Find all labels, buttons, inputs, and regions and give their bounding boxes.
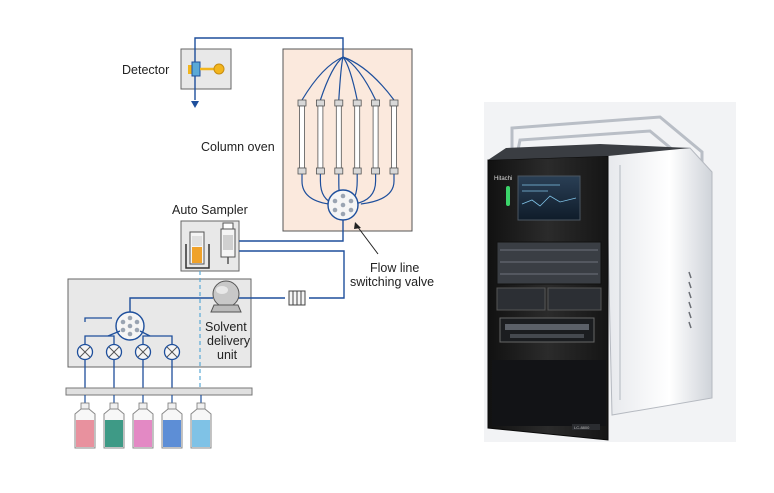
solvent-label-3: unit <box>217 348 238 362</box>
solvent-label-1: Solvent <box>205 320 247 334</box>
column-inlet-line <box>342 56 358 101</box>
columns <box>297 56 399 205</box>
schematic: Detector Column oven Auto Sampler Flow l… <box>65 37 434 449</box>
solvent-valve-icon <box>163 343 181 361</box>
switching-valve-label-2: switching valve <box>350 275 434 289</box>
flow-line-switching-valve <box>327 189 359 221</box>
column-outlet-line <box>360 180 395 205</box>
solvent-bottle <box>74 395 96 449</box>
model-plate <box>572 424 600 430</box>
auto-sampler-syringe <box>220 222 236 264</box>
column <box>334 99 344 181</box>
auto-sampler-vial <box>185 231 210 269</box>
solvent-valves <box>76 317 181 390</box>
auto-sampler-label: Auto Sampler <box>172 203 248 217</box>
column-inlet-line <box>319 56 344 101</box>
detector-lamp <box>188 61 225 77</box>
touch-screen <box>517 175 581 221</box>
valve-pointer-arrow <box>354 222 361 229</box>
column-oven-label: Column oven <box>201 140 275 154</box>
column <box>297 99 307 181</box>
status-led <box>506 186 510 206</box>
sample-window <box>496 241 602 285</box>
bottles <box>74 395 212 449</box>
mixing-valve <box>115 311 145 341</box>
solvent-valve-icon <box>105 343 123 361</box>
bottle-rack <box>65 387 253 396</box>
model-label: LC-8800 <box>574 425 590 430</box>
column <box>389 99 399 181</box>
column-outlet-line <box>301 180 329 205</box>
solvent-bottle <box>103 395 125 449</box>
column-inlet-line <box>338 56 344 101</box>
brand-label: Hitachi <box>494 176 512 182</box>
valve-pointer-line <box>356 225 379 255</box>
solvent-valve-icon <box>134 343 152 361</box>
column <box>371 99 381 181</box>
column-inlet-line <box>301 56 344 101</box>
solvent-bottle <box>132 395 154 449</box>
column-inlet-line <box>342 56 395 101</box>
column <box>352 99 362 181</box>
solvent-bottle <box>190 395 212 449</box>
solvent-bottle <box>161 395 183 449</box>
switching-valve-label-1: Flow line <box>370 261 419 275</box>
column-inlet-line <box>342 56 377 101</box>
column <box>315 99 325 181</box>
instrument-photo: Hitachi LC-8800 <box>484 102 736 442</box>
solvent-label-2: delivery <box>207 334 251 348</box>
pump-icon <box>210 280 242 313</box>
solvent-valve-icon <box>76 343 94 361</box>
inline-filter <box>288 290 306 306</box>
detector-label: Detector <box>122 63 169 77</box>
detector-outlet-arrow <box>191 101 199 108</box>
